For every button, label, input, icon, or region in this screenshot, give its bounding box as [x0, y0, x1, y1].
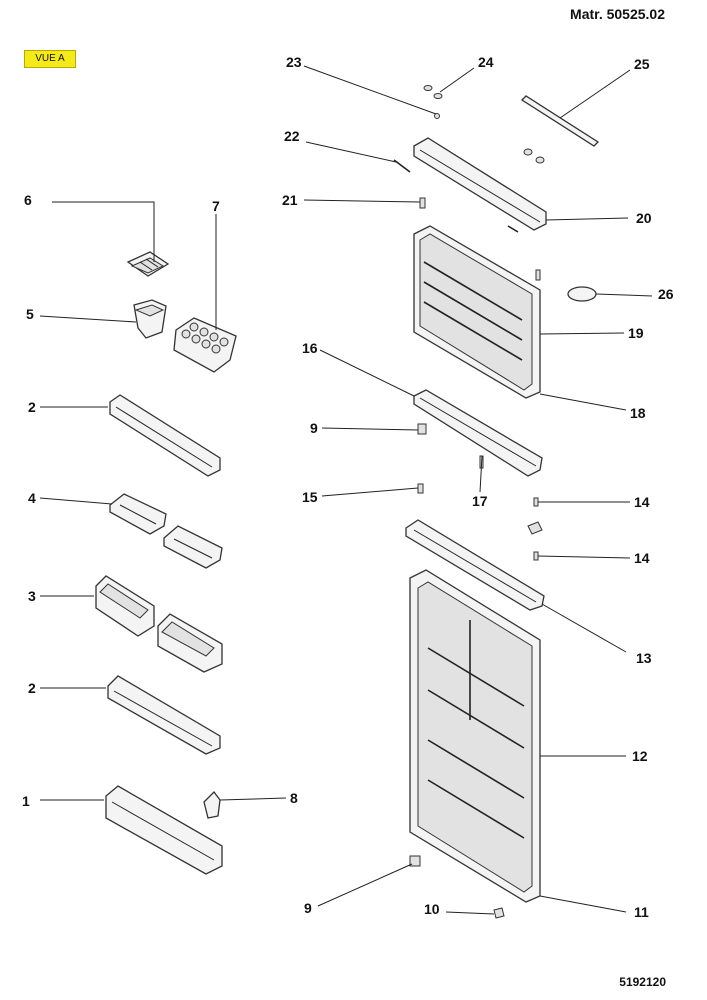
part-14-screws [527, 497, 543, 561]
part-23-screw [434, 113, 440, 119]
part-4-small-trays [109, 493, 223, 569]
part-1-bottle-shelf [105, 785, 223, 875]
document-reference: Matr. 50525.02 [570, 6, 665, 22]
part-8-clip [203, 791, 221, 819]
part-13-door-top-strip [405, 519, 545, 611]
callout-10: 10 [424, 901, 440, 917]
callout-22: 22 [284, 128, 300, 144]
callout-3: 3 [28, 588, 36, 604]
callout-15: 15 [302, 489, 318, 505]
part-12-fridge-door [409, 569, 541, 903]
callout-4: 4 [28, 490, 36, 506]
part-9-hinge-pin-lower [409, 855, 421, 867]
part-26-seal [567, 286, 597, 302]
leader-lines [39, 65, 653, 915]
part-2-door-shelf-upper [109, 394, 221, 477]
callout-5: 5 [26, 306, 34, 322]
callout-12: 12 [632, 748, 648, 764]
callout-6: 6 [24, 192, 32, 208]
callout-9-upper: 9 [310, 420, 318, 436]
callout-8: 8 [290, 790, 298, 806]
callout-11: 11 [634, 904, 649, 920]
callout-9-lower: 9 [304, 900, 312, 916]
callout-labels: 1 2 2 3 4 5 6 7 8 9 9 10 11 12 13 14 14 … [22, 54, 674, 920]
callout-21: 21 [282, 192, 298, 208]
part-5-box [133, 299, 167, 339]
part-3-deep-bins [95, 575, 223, 673]
callout-1: 1 [22, 793, 30, 809]
part-15-pin [417, 483, 424, 494]
callout-14-upper: 14 [634, 494, 650, 510]
part-16-middle-hinge [413, 389, 543, 477]
view-badge: VUE A [24, 50, 76, 68]
callout-17: 17 [472, 493, 488, 509]
part-20-top-bracket [413, 137, 547, 233]
part-10-foot [493, 907, 505, 919]
callout-2-lower: 2 [28, 680, 36, 696]
callout-25: 25 [634, 56, 650, 72]
callout-20: 20 [636, 210, 652, 226]
part-22-strip [393, 159, 411, 173]
callout-19: 19 [628, 325, 644, 341]
callout-7: 7 [212, 198, 220, 214]
part-19-freezer-door [413, 225, 541, 399]
part-21-pin [419, 197, 426, 209]
callout-24: 24 [478, 54, 494, 70]
callout-26: 26 [658, 286, 674, 302]
callout-23: 23 [286, 54, 302, 70]
part-25-cover-strip [520, 95, 600, 147]
part-6-cover [126, 251, 170, 277]
callout-13: 13 [636, 650, 652, 666]
part-7-egg-tray [173, 317, 237, 373]
part-2-door-shelf-middle [107, 675, 221, 755]
part-24-caps [423, 85, 443, 99]
callout-16: 16 [302, 340, 318, 356]
callout-18: 18 [630, 405, 646, 421]
callout-2-upper: 2 [28, 399, 36, 415]
callout-14-lower: 14 [634, 550, 650, 566]
drawing-number: 5192120 [619, 975, 666, 989]
part-9-hinge-pin-upper [417, 423, 427, 435]
